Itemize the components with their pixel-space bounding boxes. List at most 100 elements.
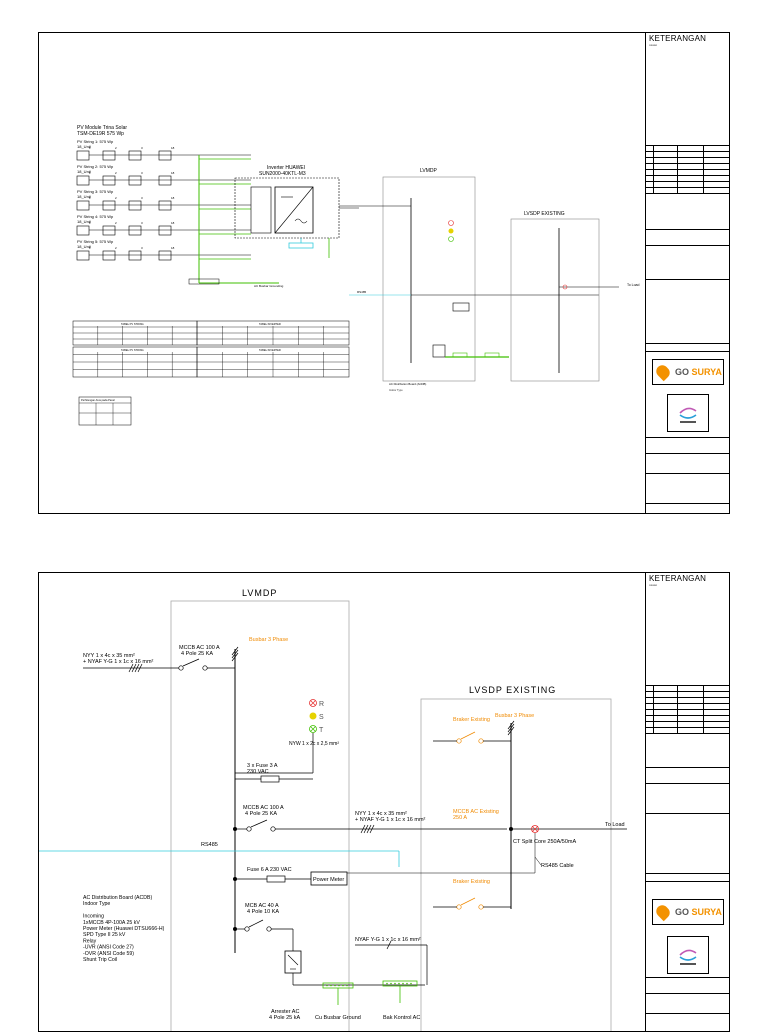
svg-text:MCCB AC 100 A: MCCB AC 100 A — [243, 805, 284, 811]
pv-module-icon — [76, 150, 90, 161]
svg-text:R: R — [319, 701, 324, 708]
to-load-label: To Load — [605, 822, 625, 828]
svg-text:Cu Busbar Ground: Cu Busbar Ground — [315, 1015, 361, 1021]
lamp-cable: NYW 1 x 2c x 2,5 mm² — [289, 741, 339, 747]
surge-arrester-icon — [284, 950, 302, 974]
svg-text:LVMDP: LVMDP — [420, 168, 438, 174]
svg-text:RS485: RS485 — [357, 290, 367, 294]
pv-string-units: 18_Unit — [77, 194, 92, 199]
pv-module-icon — [102, 250, 116, 261]
busbar-label-left: Busbar 3 Phase — [249, 637, 288, 643]
pv-module-number: 3 — [141, 171, 143, 175]
pv-module-icon — [102, 225, 116, 236]
svg-text:Braker Existing: Braker Existing — [453, 717, 490, 723]
pv-model: TSM-DE19R 575 Wp — [77, 131, 124, 137]
pv-module-number: 1 — [89, 221, 91, 225]
pv-module-number: 2 — [115, 246, 117, 250]
lvmdp-label: LVMDP — [242, 588, 277, 598]
go-surya-logo-2: GO SURYA — [652, 899, 724, 925]
ct-sensor-icon — [531, 825, 539, 833]
swirl-logo-icon — [679, 407, 697, 423]
pv-module-number: 3 — [141, 146, 143, 150]
acdb-note-line: -OVR (ANSI Code 59) — [83, 951, 134, 957]
go-surya-logo: GO SURYA — [652, 359, 724, 385]
lvmdp-panel — [382, 176, 476, 382]
incoming-cable-1: NYY 1 x 4c x 35 mm² — [83, 653, 135, 659]
lvsdp-label: LVSDP EXISTING — [469, 685, 556, 695]
pv-string-label: PV String 4: 575 Wp — [77, 214, 114, 219]
svg-text:4 Pole 10 KA: 4 Pole 10 KA — [247, 909, 279, 915]
pv-module-icon — [76, 250, 90, 261]
pv-string-label: PV String 2: 575 Wp — [77, 164, 114, 169]
pv-module-number: 18 — [171, 146, 175, 150]
pv-module-number: 1 — [89, 246, 91, 250]
svg-text:230 VAC: 230 VAC — [247, 769, 269, 775]
pv-string-units: 18_Unit — [77, 244, 92, 249]
svg-text:Power Meter: Power Meter — [313, 877, 344, 883]
acdb-note-line: SPD Type II 25 kV — [83, 932, 126, 938]
svg-text:3 x Fuse 3 A: 3 x Fuse 3 A — [247, 763, 278, 769]
svg-text:LVSDP EXISTING: LVSDP EXISTING — [524, 211, 565, 217]
mccb-in-label-1: MCCB AC 100 A — [179, 645, 220, 651]
svg-text:AC Distribution Board (ACDB): AC Distribution Board (ACDB) — [389, 382, 426, 386]
location-pin-icon — [653, 902, 673, 922]
acdb-note-line: Incoming — [83, 914, 104, 920]
svg-text:Bak Kontrol AC: Bak Kontrol AC — [383, 1015, 420, 1021]
pv-module-icon — [102, 175, 116, 186]
mccb-in-label-2: 4 Pole 25 KA — [181, 651, 213, 657]
acdb-note-line: -UVR (ANSI Code 27) — [83, 945, 134, 951]
pv-module-icon — [76, 225, 90, 236]
svg-text:CT Split Core 250A/50mA: CT Split Core 250A/50mA — [513, 839, 577, 845]
svg-text:NYY 1 x 4c x 35 mm²: NYY 1 x 4c x 35 mm² — [355, 811, 407, 817]
pv-string-units: 18_Unit — [77, 169, 92, 174]
lamp-r-icon — [309, 699, 317, 707]
pv-module-number: 2 — [115, 146, 117, 150]
pv-module-icon — [128, 200, 142, 211]
current-calc-table — [78, 396, 132, 426]
svg-text:T: T — [319, 727, 324, 734]
svg-text:MCCB AC Existing: MCCB AC Existing — [453, 809, 499, 815]
table-title: TABEL INVERTER — [259, 348, 281, 352]
pv-module-icon — [158, 225, 172, 236]
acdb-note-line: 1xMCCB 4P-100A 25 kV — [83, 920, 140, 926]
svg-text:250 A: 250 A — [453, 815, 467, 821]
svg-text:Perhitungan Arus pada Panel: Perhitungan Arus pada Panel — [81, 398, 115, 402]
pv-string-label: PV String 3: 575 Wp — [77, 189, 114, 194]
pv-module-number: 3 — [141, 221, 143, 225]
svg-text:Braker Existing: Braker Existing — [453, 879, 490, 885]
power-meter-box — [310, 871, 348, 886]
pv-module-icon — [76, 200, 90, 211]
acdb-note-line: Indoor Type — [83, 901, 110, 907]
svg-text:Arrester AC: Arrester AC — [271, 1009, 299, 1015]
pv-string-label: PV String 1: 575 Wp — [77, 139, 114, 144]
pv-module-icon — [102, 150, 116, 161]
incoming-cable-2: + NYAF Y-G 1 x 1c x 16 mm² — [83, 659, 154, 665]
drawing-sheet-overview: PV Module Trina Solar TSM-DE19R 575 Wp P… — [38, 32, 730, 514]
svg-text:To Load: To Load — [627, 283, 640, 287]
lvsdp-panel — [510, 218, 600, 382]
pv-module-number: 2 — [115, 196, 117, 200]
svg-text:MCB AC 40 A: MCB AC 40 A — [245, 903, 279, 909]
inverter-model: SUN2000-40KTL-M3 — [259, 171, 306, 177]
acdb-notes: AC Distribution Board (ACDB)Indoor TypeI… — [83, 895, 165, 963]
svg-text:4 Pole 25 KA: 4 Pole 25 KA — [245, 811, 277, 817]
lamp-t-icon — [309, 725, 317, 733]
client-logo-2 — [667, 936, 709, 974]
svg-text:+ NYAF Y-G 1 x 1c x 16 mm²: + NYAF Y-G 1 x 1c x 16 mm² — [355, 817, 426, 823]
pv-module-number: 18 — [171, 196, 175, 200]
lvsdp-panel — [420, 698, 612, 1031]
acdb-note-line: Shunt Trip Coil — [83, 957, 117, 963]
acdb-note-line: AC Distribution Board (ACDB) — [83, 895, 152, 901]
pv-module-icon — [76, 175, 90, 186]
fuse-6a-icon — [266, 875, 286, 883]
fuse-3a-icon — [260, 775, 280, 783]
revision-table-2 — [646, 685, 729, 734]
pv-title: PV Module Trina Solar — [77, 125, 127, 131]
phase-indicator-lamps: R S T — [309, 699, 324, 734]
pv-module-number: 2 — [115, 171, 117, 175]
pv-string-label: PV String 5: 575 Wp — [77, 239, 114, 244]
overview-diagram: PV Module Trina Solar TSM-DE19R 575 Wp P… — [72, 125, 640, 426]
lamp-s-icon — [309, 712, 317, 720]
